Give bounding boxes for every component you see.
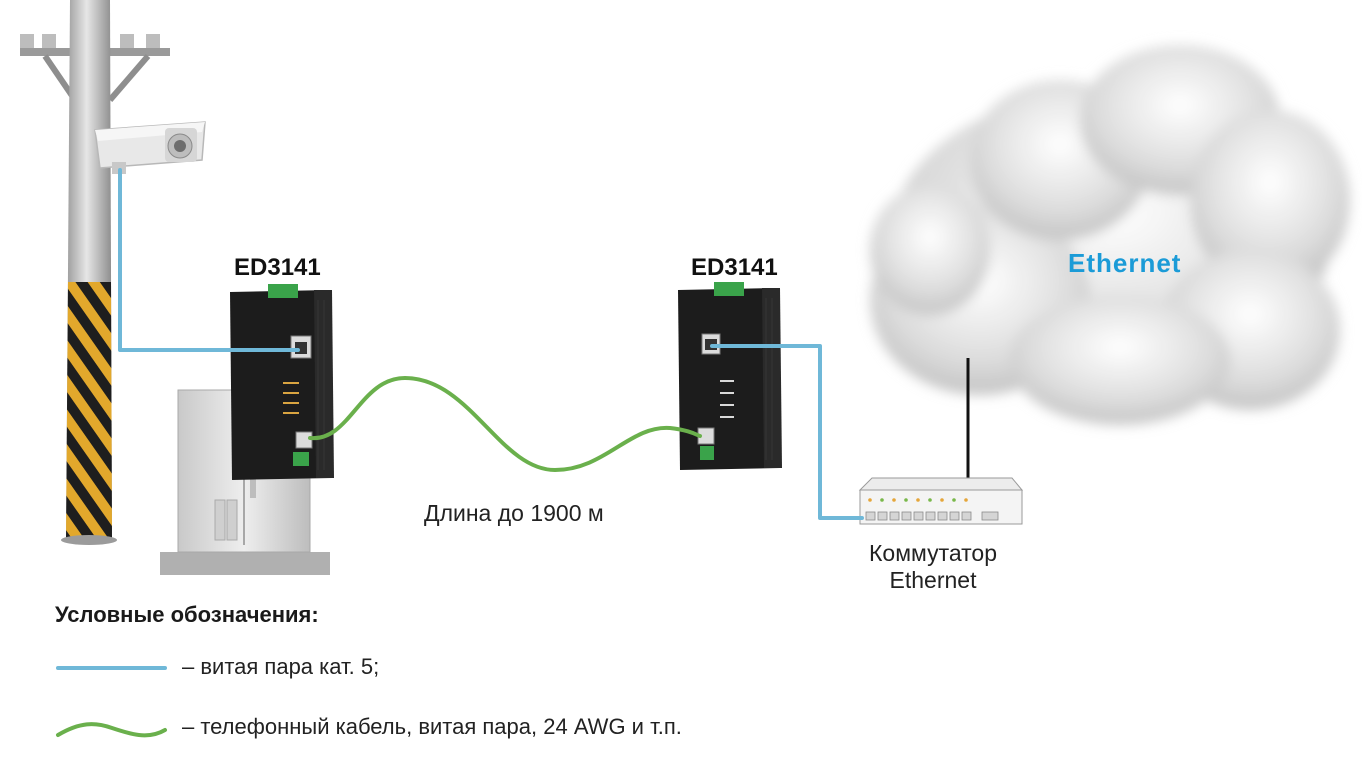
distance-label: Длина до 1900 м (424, 500, 604, 526)
cloud-icon (870, 45, 1350, 425)
legend-title: Условные обозначения: (55, 602, 319, 627)
phone-cable (308, 376, 702, 472)
switch-label-line1: Коммутатор (869, 540, 997, 566)
cat5-cable-switch (710, 344, 864, 520)
switch-label: Коммутатор Ethernet (860, 540, 1006, 594)
camera-icon (94, 121, 206, 174)
switch-label-line2: Ethernet (889, 567, 977, 593)
converter-right-icon (678, 282, 782, 470)
cloud-label: Ethernet (1068, 248, 1182, 278)
left-device-title: ED3141 (234, 254, 321, 281)
switch-icon (858, 477, 1024, 525)
legend-item-phone: – телефонный кабель, витая пара, 24 AWG … (182, 714, 682, 739)
converter-left-icon (230, 284, 334, 480)
cat5-cable-camera (118, 168, 300, 352)
legend-phone-sample (56, 722, 167, 738)
utility-pole-icon (20, 0, 170, 545)
legend-item-cat5: – витая пара кат. 5; (182, 654, 380, 679)
right-device-title: ED3141 (691, 254, 778, 281)
